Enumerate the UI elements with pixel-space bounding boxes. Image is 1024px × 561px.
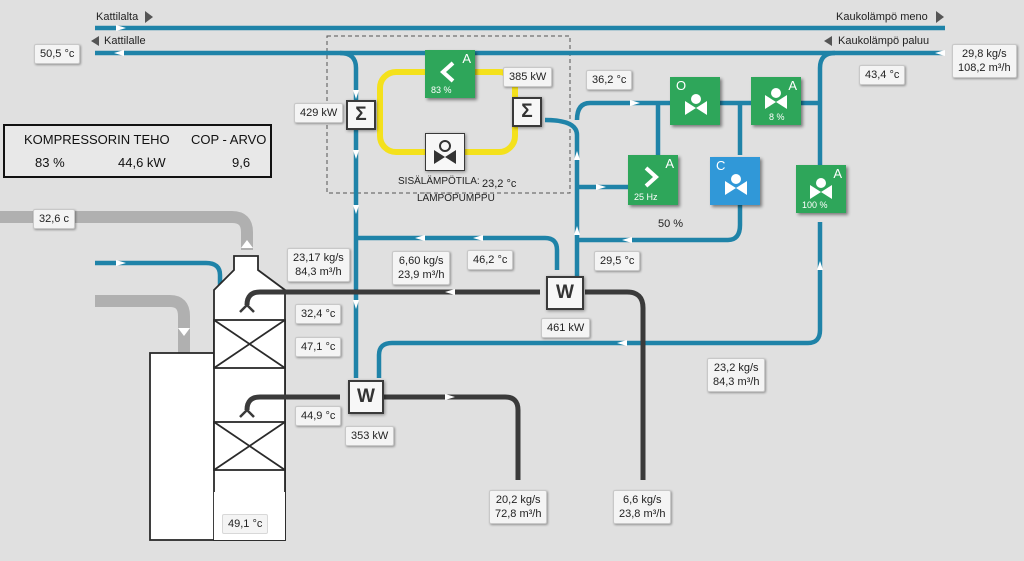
flow5-readout: 6,6 kg/s 23,8 m³/h [613, 490, 672, 524]
from-boiler-label: Kattilalta [96, 11, 139, 23]
condenser-power: 385 kW [503, 67, 553, 87]
upper-coil-hx[interactable]: W [546, 276, 584, 310]
pump-mode: A [665, 156, 674, 171]
chevron-left-icon [440, 61, 455, 83]
valve-a1-mode: A [788, 78, 797, 93]
temp-46: 46,2 °c [467, 250, 514, 270]
flow1-m3h: 84,3 m³/h [295, 266, 342, 278]
flow4-m3h: 72,8 m³/h [495, 508, 542, 520]
to-boiler-label: Kattilalle [104, 35, 146, 47]
flue-out-arrow-icon [241, 240, 253, 248]
compressor-summary-panel: KOMPRESSORIN TEHO COP - ARVO 83 % 44,6 k… [3, 124, 272, 178]
flue-in-arrow-icon [178, 328, 190, 336]
indoor-temp-value: 23,2 °c [482, 178, 517, 190]
flow4-kgs: 20,2 kg/s [495, 494, 541, 506]
expansion-valve-icon [434, 140, 456, 164]
dh-return-label: Kaukolämpö paluu [838, 35, 930, 47]
indoor-temp-label: SISÄLÄMPÖTILA: [398, 176, 480, 187]
heat-pump-name: LÄMPÖPUMPPU [417, 193, 495, 204]
flow4-readout: 20,2 kg/s 72,8 m³/h [489, 490, 548, 524]
dh-return-arrow-icon [824, 36, 832, 46]
evaporator-hx[interactable]: Σ [346, 100, 376, 130]
valve-a2-control[interactable]: A 100 % [796, 165, 846, 213]
condenser-hx[interactable]: Ʃ [512, 97, 542, 127]
valve-o-mode: O [676, 78, 687, 93]
dh-supply-arrow-icon [936, 11, 944, 23]
valve-icon [810, 178, 832, 199]
cop-value: 9,6 [232, 155, 251, 170]
hx-lower-power: 353 kW [345, 426, 395, 446]
dh-supply-label: Kaukolämpö meno [836, 11, 928, 23]
compressor-kw: 44,6 kW [118, 155, 166, 170]
temp-29: 29,5 °c [594, 251, 641, 271]
valve-a2-value: 100 % [802, 200, 828, 210]
flow5-m3h: 23,8 m³/h [619, 508, 666, 520]
coil-nozzle-icons [239, 303, 255, 418]
flow1-kgs: 23,17 kg/s [293, 252, 344, 264]
temp-32: 32,4 °c [295, 304, 342, 324]
valve-a1-control[interactable]: A 8 % [751, 77, 801, 125]
valve-c-control[interactable]: C [710, 157, 760, 205]
chevron-right-icon [644, 166, 659, 188]
valve-icon [685, 94, 707, 115]
pump-value: 25 Hz [634, 192, 658, 202]
cop-label: COP - ARVO [191, 132, 267, 147]
dh-flow-kgs: 29,8 kg/s [961, 48, 1007, 60]
expansion-valve[interactable] [425, 133, 465, 171]
dh-return-temp: 43,4 °c [859, 65, 906, 85]
hx-upper-power: 461 kW [541, 318, 591, 338]
compressor-percent: 83 % [35, 155, 65, 170]
compressor-control[interactable]: A 83 % [425, 50, 475, 98]
lower-coil-hx[interactable]: W [348, 380, 384, 414]
valve-c-percent: 50 % [658, 218, 684, 230]
to-boiler-arrow-icon [91, 36, 99, 46]
compressor-power-label: KOMPRESSORIN TEHO [24, 132, 170, 147]
dh-flow-readout: 29,8 kg/s 108,2 m³/h [952, 44, 1017, 78]
compressor-value: 83 % [431, 85, 452, 95]
valve-o-control[interactable]: O [670, 77, 720, 125]
heat-pump-pump-control[interactable]: A 25 Hz [628, 155, 678, 205]
main-lines [95, 25, 945, 56]
valve-c-mode: C [716, 158, 726, 173]
flow2-m3h: 23,9 m³/h [398, 269, 445, 281]
dh-flow-m3h: 108,2 m³/h [958, 62, 1011, 74]
flue-ducts [0, 211, 253, 353]
flow3-m3h: 84,3 m³/h [713, 376, 760, 388]
water-pipes [95, 50, 836, 378]
to-boiler-temp: 50,5 °c [34, 44, 81, 64]
flow5-kgs: 6,6 kg/s [622, 494, 662, 506]
temp-44: 44,9 °c [295, 406, 342, 426]
from-boiler-arrow-icon [145, 11, 153, 23]
valve-a1-value: 8 % [769, 112, 785, 122]
scrubber-bottom-temp: 49,1 °c [222, 514, 269, 534]
coil-pipes [244, 289, 646, 480]
flow2-kgs: 6,60 kg/s [398, 255, 444, 267]
flow3-readout: 23,2 kg/s 84,3 m³/h [707, 358, 766, 392]
evaporator-power: 429 kW [294, 103, 344, 123]
coil-arrow-icons [445, 289, 455, 400]
flow2-readout: 6,60 kg/s 23,9 m³/h [392, 251, 451, 285]
condenser-out-temp: 36,2 °c [586, 70, 633, 90]
flow-arrow-icons [114, 25, 945, 346]
flow3-kgs: 23,2 kg/s [713, 362, 759, 374]
flow1-readout: 23,17 kg/s 84,3 m³/h [287, 248, 350, 282]
compressor-mode: A [462, 51, 471, 66]
valve-icon [725, 174, 747, 195]
flue-in-temp: 32,6 c [33, 209, 75, 229]
valve-a2-mode: A [833, 166, 842, 181]
valve-icon [765, 88, 787, 109]
temp-47: 47,1 °c [295, 337, 342, 357]
